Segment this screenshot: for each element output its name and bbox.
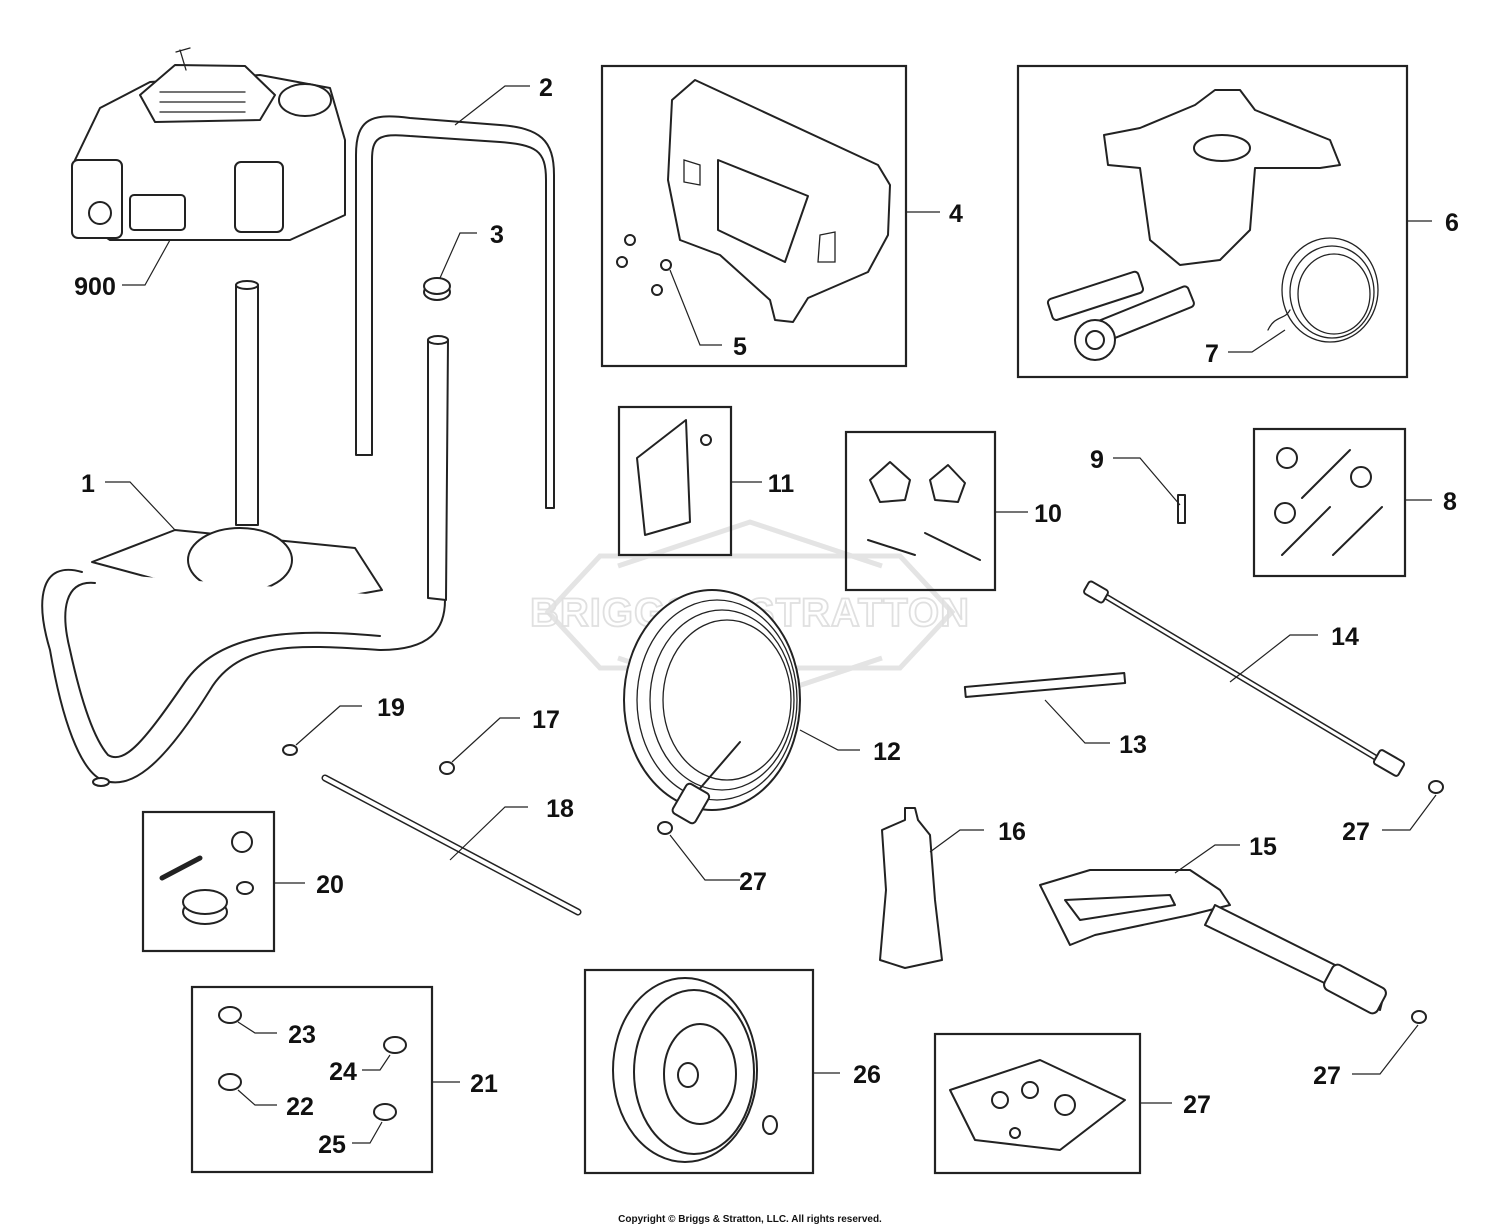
callout-25: 25 <box>318 1131 346 1159</box>
callout-26: 26 <box>853 1061 881 1089</box>
bottle-part-16 <box>879 807 943 969</box>
pump-part-6 <box>1046 89 1341 361</box>
spray-gun-part-15 <box>1039 869 1387 1015</box>
panel-part-4 <box>667 79 891 323</box>
wheel-part-26 <box>612 977 778 1163</box>
callout-14: 14 <box>1331 623 1359 651</box>
callout-17: 17 <box>532 706 560 734</box>
plugs-parts-22-25 <box>218 1006 407 1121</box>
callout-5: 5 <box>733 333 747 361</box>
callout-12: 12 <box>873 738 901 766</box>
callout-7: 7 <box>1205 340 1219 368</box>
screws-part-5 <box>616 234 672 296</box>
strap-part-13 <box>963 672 1127 698</box>
knobs-part-10 <box>867 461 981 561</box>
bolts-part-8 <box>1274 447 1383 556</box>
frame-base-part-1 <box>41 280 449 787</box>
callout-1: 1 <box>81 470 95 498</box>
callout-20: 20 <box>316 871 344 899</box>
handle-part-2 <box>355 115 555 509</box>
callout-2: 2 <box>539 74 553 102</box>
callout-23: 23 <box>288 1021 316 1049</box>
group-box-8 <box>1252 427 1407 578</box>
callout-27-gun: 27 <box>1313 1062 1341 1090</box>
callout-3: 3 <box>490 221 504 249</box>
callout-19: 19 <box>377 694 405 722</box>
key-part-9 <box>1177 494 1186 524</box>
washer-part-17 <box>439 761 455 775</box>
group-box-11 <box>617 405 733 557</box>
seal-kit-part-27 <box>949 1059 1126 1151</box>
callout-22: 22 <box>286 1093 314 1121</box>
oring-27-gun <box>1411 1010 1427 1024</box>
foot-kit-part-20 <box>159 831 254 925</box>
callout-27-lance: 27 <box>1342 818 1370 846</box>
callout-4: 4 <box>949 200 963 228</box>
leader-lines <box>105 85 1437 1144</box>
tube-part-7 <box>1267 237 1379 343</box>
callout-6: 6 <box>1445 209 1459 237</box>
callout-900: 900 <box>74 273 116 301</box>
callout-11: 11 <box>768 470 795 498</box>
engine-part-900 <box>71 47 346 241</box>
callout-10: 10 <box>1034 500 1062 528</box>
callout-18: 18 <box>546 795 574 823</box>
ring-part-19 <box>282 744 298 756</box>
callout-13: 13 <box>1119 731 1147 759</box>
callout-24: 24 <box>329 1058 357 1086</box>
lance-part-14 <box>1083 580 1406 777</box>
oring-27-lance <box>1428 780 1444 794</box>
copyright-notice: Copyright © Briggs & Stratton, LLC. All … <box>618 1214 882 1225</box>
callout-21: 21 <box>470 1070 498 1098</box>
callouts: 900 1 2 3 4 5 6 7 8 9 10 11 12 13 14 15 … <box>74 74 1459 1159</box>
group-box-26 <box>583 968 815 1175</box>
callout-16: 16 <box>998 818 1026 846</box>
group-box-21 <box>190 985 434 1174</box>
group-box-4 <box>600 64 908 368</box>
oring-27-hose <box>657 821 673 835</box>
gasket-part-11 <box>636 419 712 536</box>
callout-8: 8 <box>1443 488 1457 516</box>
callout-9: 9 <box>1090 446 1104 474</box>
group-box-10 <box>844 430 997 592</box>
callout-27-hose: 27 <box>739 868 767 896</box>
callout-27-kit: 27 <box>1183 1091 1211 1119</box>
cap-part-3 <box>423 277 451 301</box>
group-box-20 <box>141 810 276 953</box>
callout-15: 15 <box>1249 833 1277 861</box>
hose-part-12 <box>623 589 801 825</box>
